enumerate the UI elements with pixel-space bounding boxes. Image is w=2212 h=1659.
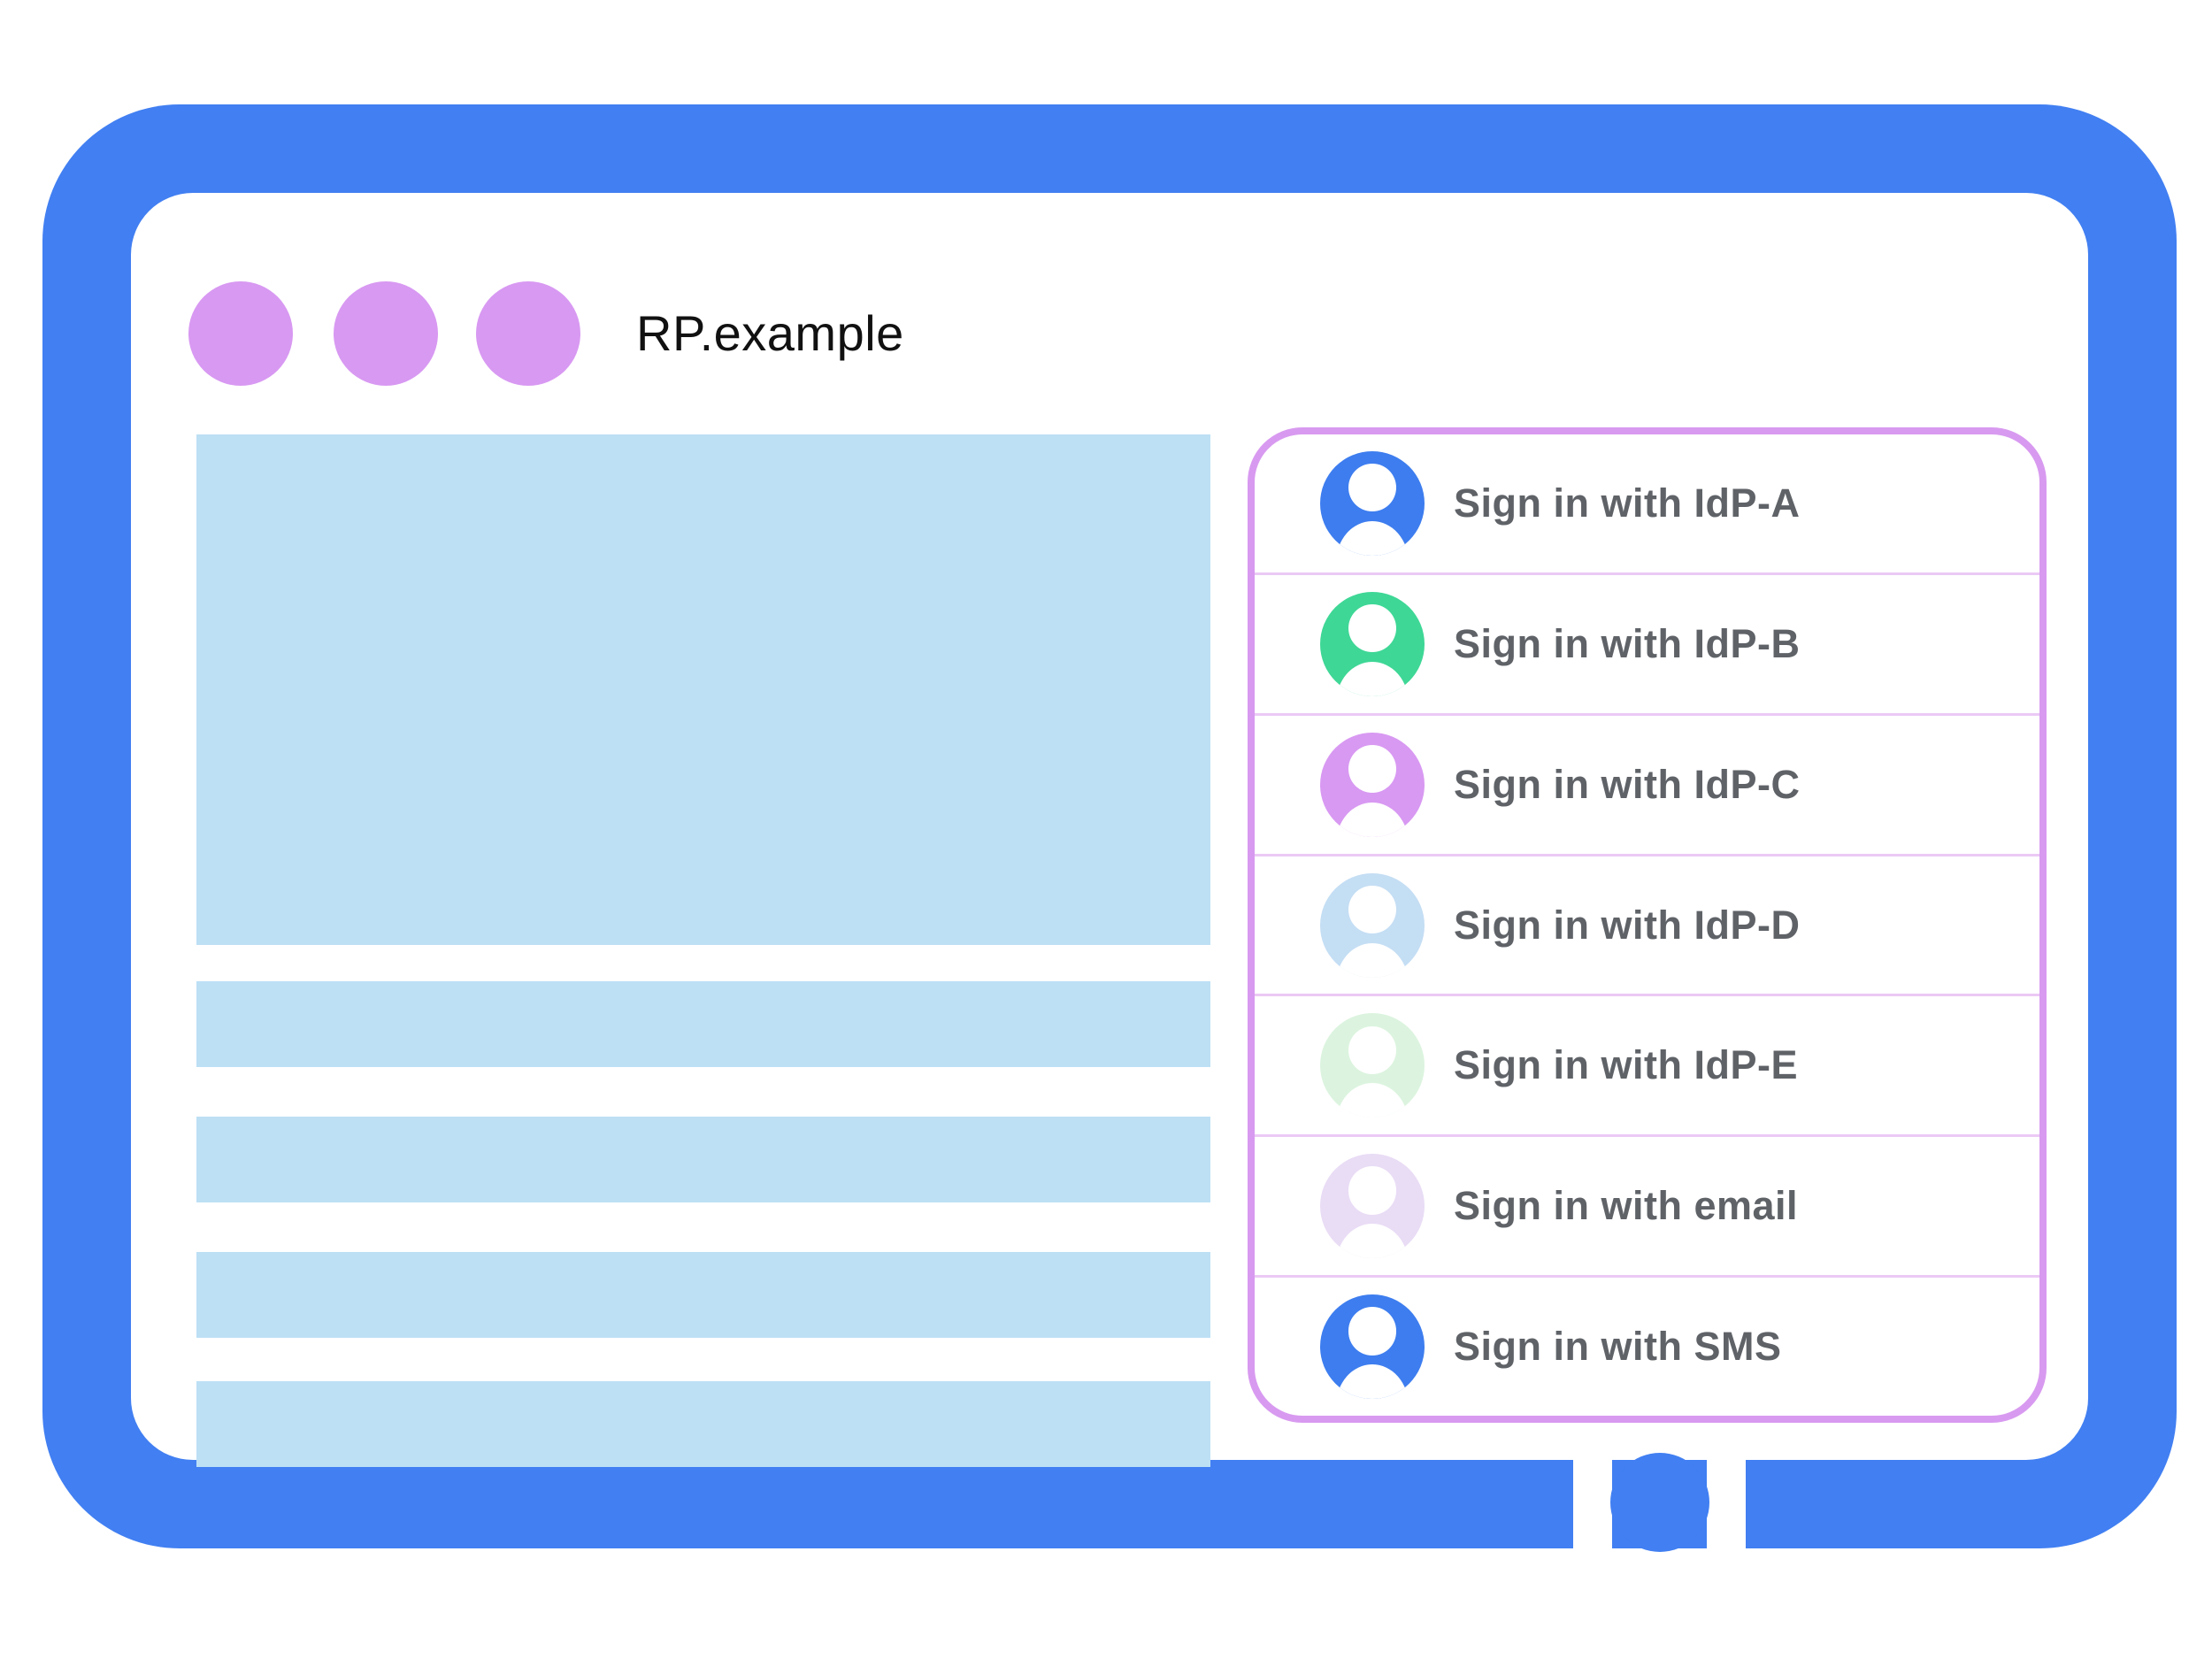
- signin-button-idp-a[interactable]: Sign in with IdP-A: [1255, 434, 2039, 575]
- signin-button-email[interactable]: Sign in with email: [1255, 1137, 2039, 1279]
- signin-button-idp-c[interactable]: Sign in with IdP-C: [1255, 716, 2039, 856]
- signin-button-idp-d[interactable]: Sign in with IdP-D: [1255, 856, 2039, 997]
- window-dot-icon: [476, 281, 580, 386]
- home-button[interactable]: [1610, 1453, 1709, 1552]
- site-title: RP.example: [636, 305, 904, 361]
- frame-gap-right: [1707, 1455, 1746, 1555]
- signin-button-idp-b[interactable]: Sign in with IdP-B: [1255, 575, 2039, 716]
- user-avatar-icon: [1320, 450, 1425, 556]
- signin-button-idp-e[interactable]: Sign in with IdP-E: [1255, 996, 2039, 1138]
- signin-button-label: Sign in with SMS: [1454, 1324, 1782, 1370]
- text-line-placeholder: [196, 1381, 1210, 1467]
- user-avatar-icon: [1320, 872, 1425, 978]
- hero-placeholder: [196, 434, 1210, 945]
- signin-button-label: Sign in with IdP-D: [1454, 902, 1801, 948]
- signin-button-label: Sign in with IdP-B: [1454, 620, 1801, 666]
- signin-panel: Sign in with IdP-A Sign in with IdP-B Si…: [1248, 427, 2047, 1423]
- signin-button-label: Sign in with email: [1454, 1183, 1799, 1229]
- user-avatar-icon: [1320, 1294, 1425, 1400]
- user-avatar-icon: [1320, 1013, 1425, 1118]
- signin-button-label: Sign in with IdP-E: [1454, 1042, 1798, 1088]
- window-dot-icon: [188, 281, 293, 386]
- signin-button-label: Sign in with IdP-A: [1454, 480, 1801, 526]
- signin-button-sms[interactable]: Sign in with SMS: [1255, 1278, 2039, 1416]
- signin-button-label: Sign in with IdP-C: [1454, 761, 1801, 807]
- user-avatar-icon: [1320, 732, 1425, 837]
- text-line-placeholder: [196, 1252, 1210, 1338]
- user-avatar-icon: [1320, 591, 1425, 696]
- frame-gap-left: [1573, 1455, 1612, 1555]
- window-dot-icon: [334, 281, 438, 386]
- text-line-placeholder: [196, 1117, 1210, 1202]
- user-avatar-icon: [1320, 1154, 1425, 1259]
- text-line-placeholder: [196, 981, 1210, 1067]
